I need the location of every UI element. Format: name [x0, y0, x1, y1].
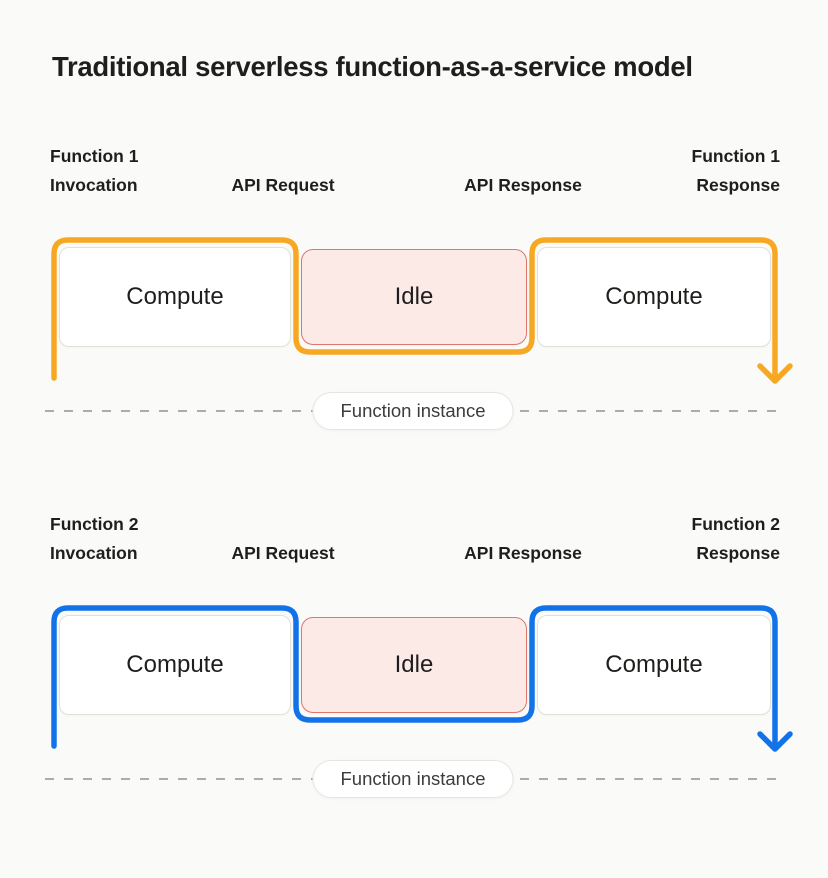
- function-2-invocation-label: Function 2 Invocation: [50, 510, 138, 568]
- function-instance-pill: Function instance: [312, 392, 514, 430]
- invocation-label-line2: Invocation: [50, 543, 138, 563]
- idle-box-label: Idle: [394, 651, 434, 678]
- response-label-line1: Function 2: [691, 514, 780, 534]
- compute-box-left: Compute: [59, 615, 291, 715]
- function-2-response-label: Function 2 Response: [692, 510, 780, 568]
- timeline-path-svg: [51, 237, 793, 384]
- compute-box-right: Compute: [537, 247, 771, 347]
- function-1-invocation-label: Function 1 Invocation: [50, 142, 138, 200]
- timeline-path-group: [51, 605, 793, 752]
- invocation-label-line2: Invocation: [50, 175, 138, 195]
- invocation-label-line1: Function 2: [50, 514, 139, 534]
- api-request-label: API Request: [231, 543, 335, 563]
- function-2-flow: Function 2 Invocation API Request API Re…: [0, 503, 828, 803]
- arrow-down-icon: [757, 363, 793, 384]
- compute-box-label: Compute: [126, 651, 224, 678]
- invocation-label-line1: Function 1: [50, 146, 139, 166]
- response-label-line2: Response: [696, 175, 780, 195]
- idle-box-label: Idle: [394, 283, 434, 310]
- timeline-path-line: [51, 237, 778, 382]
- timeline-path-svg: [51, 605, 793, 752]
- function-1-response-label: Function 1 Response: [692, 142, 780, 200]
- function-instance-pill: Function instance: [312, 760, 514, 798]
- function-instance-pill-label: Function instance: [340, 400, 486, 421]
- function-1-flow: Function 1 Invocation API Request API Re…: [0, 135, 828, 435]
- api-request-label: API Request: [231, 175, 335, 195]
- function-instance-pill-label: Function instance: [340, 768, 486, 789]
- response-label-line2: Response: [696, 543, 780, 563]
- idle-box: Idle: [301, 617, 527, 713]
- timeline-path-group: [51, 237, 793, 384]
- timeline-path-line: [51, 605, 778, 750]
- compute-box-left: Compute: [59, 247, 291, 347]
- compute-box-right: Compute: [537, 615, 771, 715]
- api-response-label: API Response: [464, 175, 582, 195]
- diagram-title: Traditional serverless function-as-a-ser…: [52, 51, 693, 82]
- arrow-down-icon: [757, 731, 793, 752]
- compute-box-label: Compute: [605, 651, 703, 678]
- api-response-label: API Response: [464, 543, 582, 563]
- compute-box-label: Compute: [126, 283, 224, 310]
- response-label-line1: Function 1: [691, 146, 780, 166]
- compute-box-label: Compute: [605, 283, 703, 310]
- idle-box: Idle: [301, 249, 527, 345]
